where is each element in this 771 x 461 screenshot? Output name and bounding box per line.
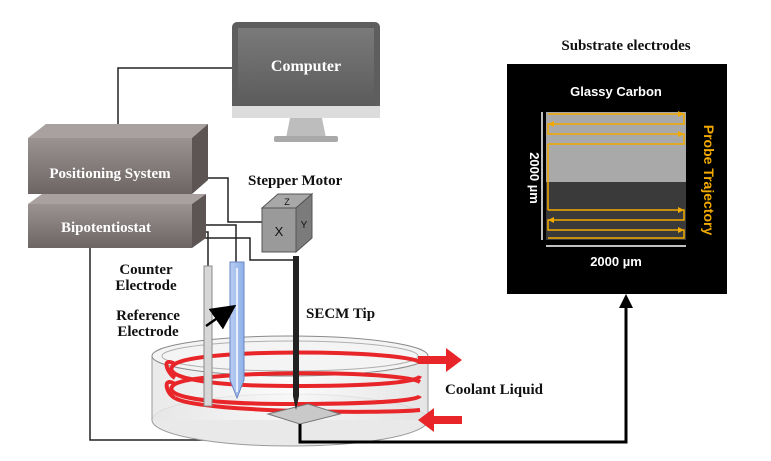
axis-z-label: Z (284, 197, 290, 207)
substrate-plate (266, 403, 342, 425)
computer-monitor: Computer (232, 22, 380, 142)
reference-electrode-label-1: Reference (116, 308, 180, 324)
stepper-motor-cube: X Z Y (260, 192, 314, 254)
counter-electrode (203, 265, 213, 407)
computer-label: Computer (271, 58, 341, 75)
substrate-panel: Glassy Carbon Probe Trajectory 2000 µm 2… (507, 64, 727, 294)
second-substrate-region (546, 182, 686, 240)
substrate-connector (298, 294, 633, 444)
secm-tip-label: SECM Tip (306, 306, 375, 322)
glassy-carbon-region (546, 112, 686, 182)
secm-tip (293, 256, 299, 410)
trajectory-arrowheads (548, 111, 684, 233)
axis-y-label: Y (301, 220, 308, 231)
glassy-carbon-label: Glassy Carbon (570, 84, 662, 99)
stepper-motor-label: Stepper Motor (248, 173, 343, 189)
axis-x-label: X (275, 224, 284, 239)
coolant-liquid-label: Coolant Liquid (445, 382, 544, 398)
horizontal-dimension-label: 2000 µm (590, 254, 642, 269)
counter-electrode-label-1: Counter (119, 262, 173, 278)
vertical-dimension-label: 2000 µm (527, 152, 542, 204)
positioning-system-box: Positioning System (28, 124, 208, 194)
reference-pointer-arrow (205, 304, 237, 330)
positioning-system-label: Positioning System (49, 166, 171, 182)
substrate-title: Substrate electrodes (561, 38, 690, 54)
reference-electrode-label-2: Electrode (117, 324, 179, 340)
counter-electrode-label-2: Electrode (115, 278, 177, 294)
probe-trajectory-label: Probe Trajectory (701, 125, 717, 236)
reference-electrode (229, 261, 245, 400)
bipotentiostat-box: Bipotentiostat (28, 194, 206, 248)
probe-trajectory-path (547, 113, 685, 239)
bipotentiostat-label: Bipotentiostat (61, 220, 151, 236)
coil-outlet-arrows (418, 348, 462, 432)
